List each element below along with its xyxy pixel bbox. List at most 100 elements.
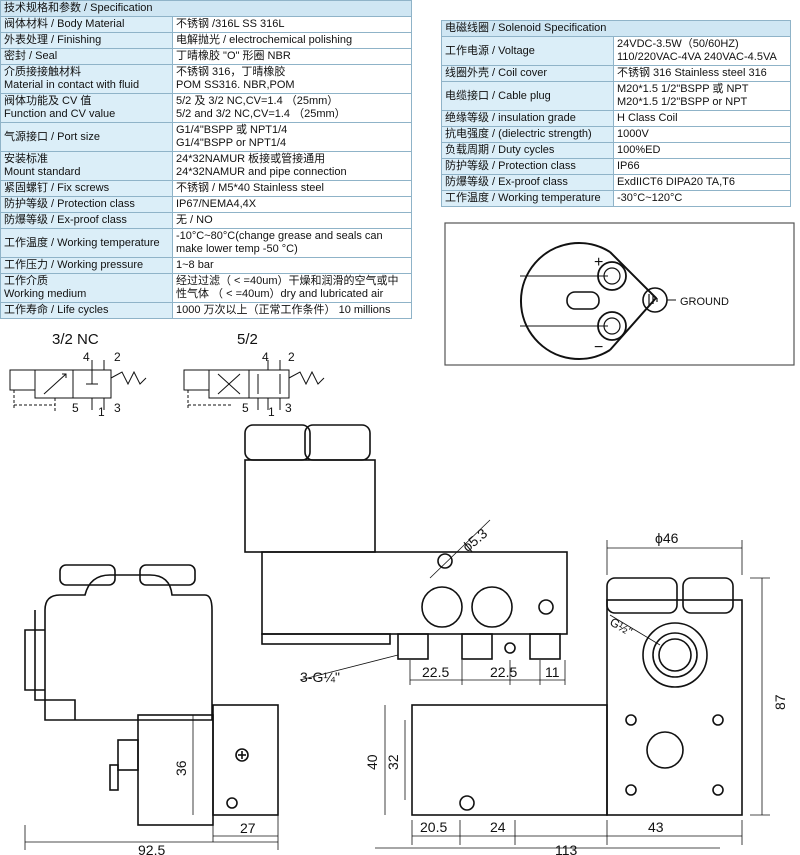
spec-key: 防爆等级 / Ex-proof class	[441, 174, 614, 191]
port-3-right: 3	[285, 401, 292, 415]
spec-key: 工作温度 / Working temperature	[441, 190, 614, 207]
spec-key: 紧固螺钉 / Fix screws	[0, 180, 173, 197]
spec-value: 不锈钢 / M5*40 Stainless steel	[172, 180, 412, 197]
spec-value: 电解抛光 / electrochemical polishing	[172, 32, 412, 49]
spec-value: 1000 万次以上（正常工作条件） 10 millions	[172, 302, 412, 319]
dim-g-1-2: G½"	[607, 615, 634, 639]
port-2-right: 2	[288, 350, 295, 364]
spec-key: 阀体材料 / Body Material	[0, 16, 173, 33]
end-view-dimensions	[606, 540, 770, 845]
table-row: 工作温度 / Working temperature-30°C~120°C	[441, 190, 791, 207]
table-row: 工作温度 / Working temperature-10°C~80°C(cha…	[0, 228, 412, 258]
spec-value: 经过过滤（ < =40um）干燥和润滑的空气或中性气体 （ < =40um）dr…	[172, 273, 412, 303]
spec-key: 工作压力 / Working pressure	[0, 257, 173, 274]
dim-36: 36	[173, 760, 189, 776]
spec-value: 5/2 及 3/2 NC,CV=1.4 （25mm）5/2 and 3/2 NC…	[172, 93, 412, 123]
end-view-drawing	[606, 577, 743, 816]
port-4-left: 4	[83, 350, 90, 364]
port-1-left: 1	[98, 405, 105, 419]
spec-value: 24VDC-3.5W（50/60HZ)110/220VAC-4VA 240VAC…	[613, 36, 791, 66]
dim-phi-46: ϕ46	[655, 530, 679, 546]
sol-header: 电磁线圈 / Solenoid Specification	[441, 20, 791, 37]
port-5-left: 5	[72, 401, 79, 415]
front-view-dimensions	[375, 705, 720, 849]
side-view-dimensions	[24, 715, 279, 850]
wiring-diagram	[444, 222, 795, 366]
spec-key: 防护等级 / Protection class	[0, 196, 173, 213]
dim-24: 24	[490, 819, 506, 835]
spec-value: 丁晴橡胶 "O" 形圈 NBR	[172, 48, 412, 65]
spec-value: ExdIICT6 DIPA20 TA,T6	[613, 174, 791, 191]
wiring-plus: +	[594, 254, 603, 271]
spec-key: 气源接口 / Port size	[0, 122, 173, 152]
dim-32: 32	[385, 754, 401, 770]
top-view-dimensions	[299, 519, 566, 685]
spec-key: 防护等级 / Protection class	[441, 158, 614, 175]
wiring-minus: −	[594, 339, 603, 356]
dim-27: 27	[240, 820, 256, 836]
spec-header: 技术规格和参数 / Specification	[0, 0, 412, 17]
dim-22-5-a: 22.5	[422, 664, 449, 680]
spec-value: IP67/NEMA4,4X	[172, 196, 412, 213]
symbol-3-2nc	[9, 360, 147, 412]
ground-label: GROUND	[680, 296, 729, 308]
symbol-title-3-2nc: 3/2 NC	[52, 331, 99, 348]
dim-port-size: 3-G¼"	[300, 669, 340, 685]
spec-key: 防爆等级 / Ex-proof class	[0, 212, 173, 229]
spec-key: 工作寿命 / Life cycles	[0, 302, 173, 319]
spec-value: -30°C~120°C	[613, 190, 791, 207]
side-view-drawing	[24, 564, 279, 826]
symbol-title-5-2: 5/2	[237, 331, 258, 348]
spec-value: 1~8 bar	[172, 257, 412, 274]
spec-key: 工作电源 / Voltage	[441, 36, 614, 66]
port-5-right: 5	[242, 401, 249, 415]
dim-92-5: 92.5	[138, 842, 165, 855]
port-4-right: 4	[262, 350, 269, 364]
port-1-right: 1	[268, 405, 275, 419]
spec-key: 密封 / Seal	[0, 48, 173, 65]
dim-113: 113	[555, 842, 578, 855]
port-2-left: 2	[114, 350, 121, 364]
dim-87: 87	[772, 694, 788, 710]
spec-key: 抗电强度 / (dielectric strength)	[441, 126, 614, 143]
dim-20-5: 20.5	[420, 819, 447, 835]
spec-value: 不锈钢 /316L SS 316L	[172, 16, 412, 33]
dim-40: 40	[364, 754, 380, 770]
front-view-drawing	[411, 704, 608, 816]
spec-key: 电缆接口 / Cable plug	[441, 81, 614, 111]
spec-value: -10°C~80°C(change grease and seals can m…	[172, 228, 412, 258]
dim-phi-5-3: ϕ5.3	[459, 525, 490, 555]
port-3-left: 3	[114, 401, 121, 415]
top-view-drawing	[244, 424, 568, 660]
dim-22-5-b: 22.5	[490, 664, 517, 680]
symbol-5-2	[183, 360, 325, 410]
